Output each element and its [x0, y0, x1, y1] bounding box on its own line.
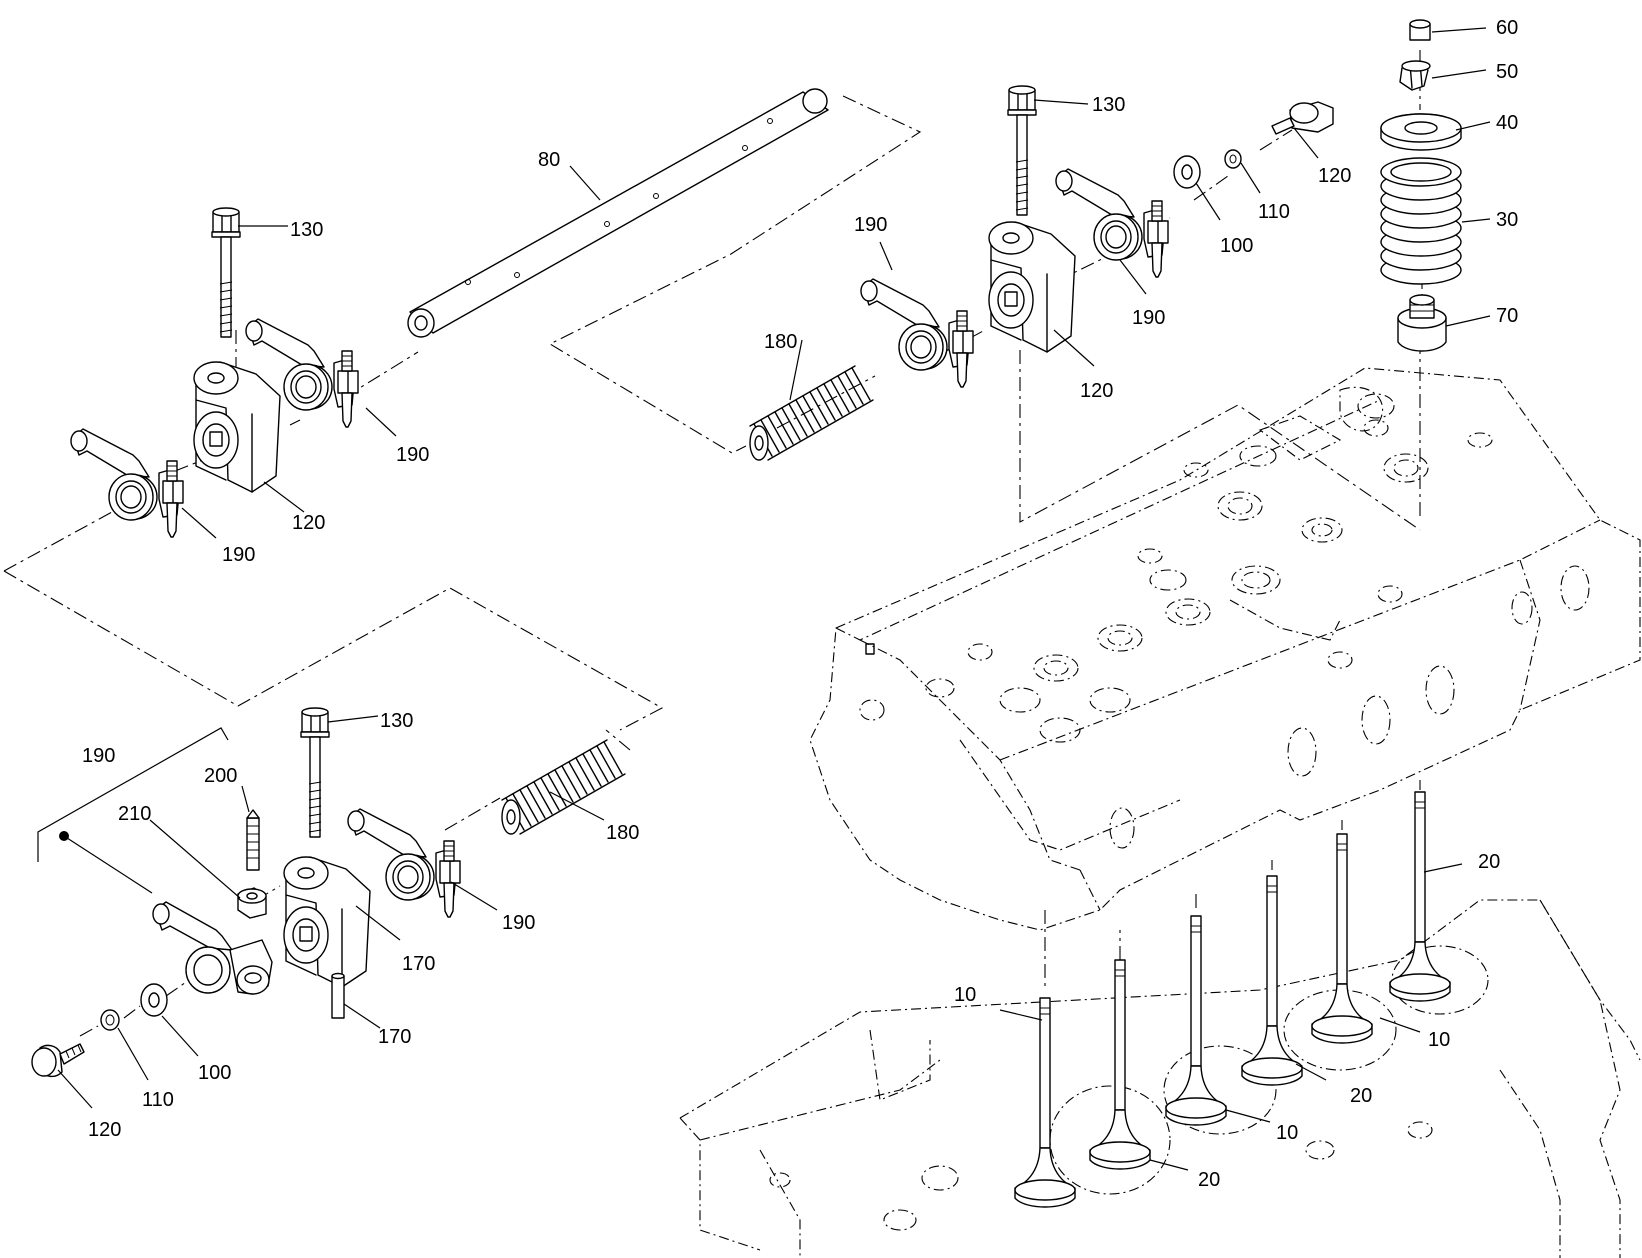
- valve-spring-30: [1380, 157, 1462, 285]
- callout-100-upper: 110: [1258, 201, 1290, 223]
- adjusting-screw-200: [246, 809, 260, 871]
- callout-20-right: 20: [1478, 851, 1500, 873]
- pin-170: [331, 972, 345, 1019]
- assembly-guide-lines: [3, 50, 1423, 1037]
- callout-130-lower: 130: [380, 710, 413, 732]
- callout-210: 210: [118, 803, 151, 825]
- callout-120-upper-left: 120: [292, 512, 325, 534]
- rocker-arm-assembly-190-lower-left: [152, 901, 273, 995]
- callout-110-lower: 120: [88, 1119, 121, 1141]
- washer-100-upper: [1224, 149, 1242, 169]
- callout-200: 200: [204, 765, 237, 787]
- callout-100-lower: 110: [142, 1089, 174, 1111]
- callout-40: 40: [1496, 112, 1518, 134]
- callout-70: 70: [1496, 305, 1518, 327]
- callout-170: 170: [378, 1026, 411, 1048]
- rocker-arm-assembly-upper-left: [70, 207, 359, 538]
- callout-10-left: 10: [954, 984, 976, 1006]
- callout-130-upper-right: 130: [1092, 94, 1125, 116]
- callout-30: 30: [1496, 209, 1518, 231]
- callout-50: 50: [1496, 61, 1518, 83]
- callout-20-mid: 20: [1350, 1085, 1372, 1107]
- valve-cap-60: [1409, 19, 1431, 41]
- callout-20-bottom: 20: [1198, 1169, 1220, 1191]
- callout-130-upper-left: 130: [290, 219, 323, 241]
- callout-180-lower: 180: [606, 822, 639, 844]
- callout-120-lower: 170: [402, 953, 435, 975]
- callout-80: 80: [538, 149, 560, 171]
- callout-120-upper-right: 120: [1080, 380, 1113, 402]
- callout-190-upper-right-2: 190: [854, 214, 887, 236]
- rocker-arm-assembly-lower: [31, 707, 626, 1078]
- leader-lines: [57, 27, 1491, 1171]
- cylinder-head-phantom: [809, 367, 1641, 931]
- callout-90-upper: 100: [1220, 235, 1253, 257]
- valve-stem-seal-70: [1397, 294, 1447, 352]
- callout-10-right: 10: [1428, 1029, 1450, 1051]
- callout-labels: 60 50 40 30 70 130 120 110 100 190 190 1…: [82, 17, 1518, 1191]
- rocker-arm-assembly-upper-right: [749, 85, 1334, 461]
- spring-retainer-40: [1380, 113, 1462, 151]
- callout-90-lower: 100: [198, 1062, 231, 1084]
- valve-cotter-50: [1399, 60, 1431, 91]
- rocker-shaft: [407, 88, 829, 338]
- washer-100-lower: [100, 1009, 120, 1031]
- callout-10-mid: 10: [1276, 1122, 1298, 1144]
- cylinder-block-phantom: [679, 899, 1641, 1258]
- callout-190-bracket: 190: [82, 745, 115, 767]
- callout-190-upper-left-1: 190: [396, 444, 429, 466]
- lock-nut-210: [237, 887, 267, 919]
- cap-screw-110-upper: [1271, 101, 1334, 135]
- callout-190-upper-left-2: 190: [222, 544, 255, 566]
- valve-spring-stack: [1380, 19, 1462, 352]
- callout-110-upper: 120: [1318, 165, 1351, 187]
- callout-190-upper-right-1: 190: [1132, 307, 1165, 329]
- callout-180-upper: 180: [764, 331, 797, 353]
- callout-190-lower: 190: [502, 912, 535, 934]
- callout-60: 60: [1496, 17, 1518, 39]
